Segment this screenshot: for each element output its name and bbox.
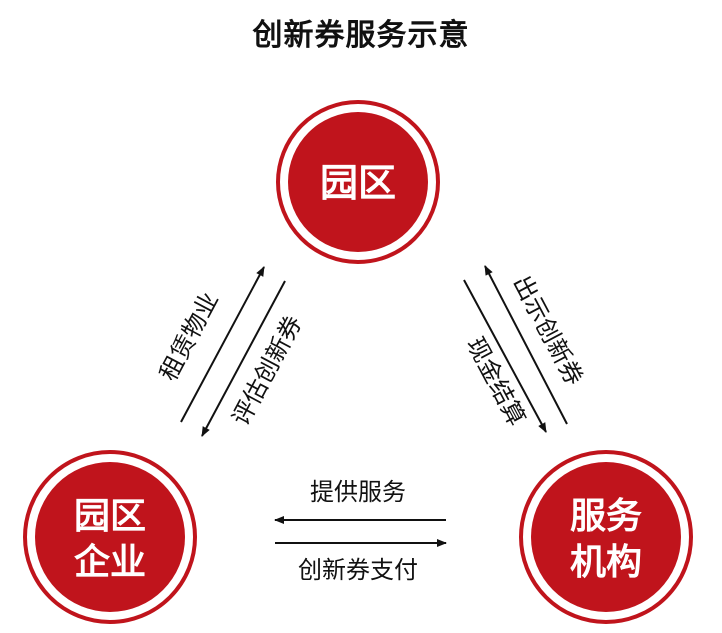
node-provider: 服务 机构 — [519, 450, 693, 624]
node-provider-label-line2: 机构 — [570, 542, 642, 583]
label-lease-property: 租赁物业 — [154, 288, 224, 386]
node-enterprise-label-line2: 企业 — [74, 541, 146, 583]
node-park: 园区 — [276, 100, 440, 264]
node-park-ring — [276, 100, 440, 264]
arrow-park-to-enterprise — [201, 280, 286, 437]
arrow-provider-to-park — [484, 265, 568, 425]
label-provide-service: 提供服务 — [310, 478, 406, 506]
arrow-park-to-provider — [463, 279, 547, 433]
diagram-title: 创新券服务示意 — [252, 18, 470, 53]
label-voucher-payment: 创新券支付 — [298, 556, 418, 584]
label-evaluate-voucher: 评估创新券 — [227, 311, 308, 430]
node-enterprise: 园区 企业 — [23, 450, 197, 624]
node-provider-ring — [519, 450, 693, 624]
node-enterprise-ring — [23, 450, 197, 624]
node-park-circle — [288, 112, 428, 252]
label-cash-settlement: 现金结算 — [461, 333, 531, 431]
node-enterprise-label-line1: 园区 — [74, 496, 146, 537]
arrow-enterprise-to-park — [180, 266, 265, 423]
node-enterprise-circle — [35, 462, 185, 612]
node-provider-label-line1: 服务 — [570, 496, 642, 537]
node-provider-circle — [531, 462, 681, 612]
node-park-label: 园区 — [320, 161, 396, 205]
